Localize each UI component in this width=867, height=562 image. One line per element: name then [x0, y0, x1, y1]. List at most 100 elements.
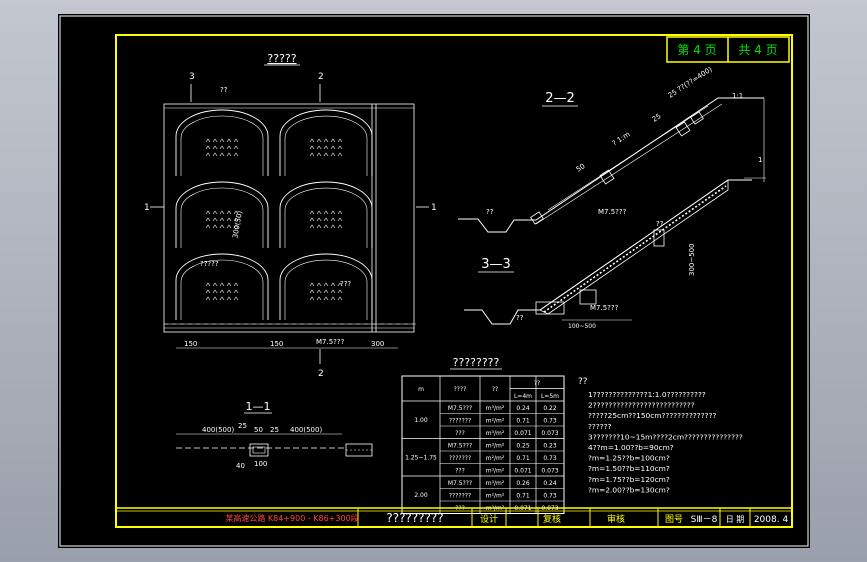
arch-cell [175, 109, 269, 176]
table-cell-value-l4: 0.071 [514, 430, 531, 437]
inner-frame [115, 34, 793, 528]
grass-mark [212, 282, 218, 287]
note-line: ?m=1.25??b=100cm? [588, 454, 670, 463]
table-cell-value-l4: 0.25 [516, 443, 530, 450]
grass-mark [226, 152, 232, 157]
grass-mark [330, 296, 336, 301]
grass-mark [337, 296, 343, 301]
table-header-item: ???? [454, 386, 467, 393]
grass-mark [316, 138, 322, 143]
note-line: 1??????????????1:1.0?????????? [588, 390, 706, 399]
plan-grass-right: ??? [340, 280, 351, 288]
plan-slope-label: 300(50) [231, 210, 244, 239]
page-number: 第 4 页 [677, 43, 716, 57]
grass-mark [205, 152, 211, 157]
arch-cells [164, 109, 416, 325]
grass-mark [337, 152, 343, 157]
grass-mark [226, 289, 232, 294]
notes-heading: ?? [578, 377, 588, 387]
section-33-ditch: ?? [516, 314, 524, 322]
note-line: ?????25cm??150cm?????????????? [588, 411, 716, 420]
title-block: 某高速公路 K84+900 - K86+300段 ????????? 设计 复核… [116, 507, 792, 527]
grass-mark [330, 152, 336, 157]
grass-mark [316, 224, 322, 229]
table-cell-item: M7.5??? [448, 405, 472, 412]
grass-mark [330, 224, 336, 229]
section-11-dim-right: 400(500) [290, 426, 322, 434]
plan-title: ????? [267, 52, 296, 65]
table-cell-value-l4: 0.71 [516, 493, 530, 500]
grass-mark [337, 138, 343, 143]
table-cell-value-l5: 0.73 [543, 493, 557, 500]
grass-mark [219, 289, 225, 294]
grass-mark [316, 210, 322, 215]
table-cell-m: 1.00 [414, 417, 428, 424]
grass-mark [323, 138, 329, 143]
grass-mark [205, 217, 211, 222]
section-11-dim-25b: 25 [270, 426, 279, 434]
date-value: 2008. 4 [754, 515, 789, 525]
grass-mark [226, 138, 232, 143]
table-cell-item: ??????? [449, 455, 471, 462]
total-pages: 共 4 页 [738, 43, 777, 57]
grass-mark [219, 210, 225, 215]
grass-mark [330, 289, 336, 294]
grass-mark [323, 289, 329, 294]
outer-frame [59, 15, 809, 547]
section-mark-2-bottom: 2 [318, 369, 324, 379]
date-label: 日 期 [726, 515, 745, 524]
table-cell-value-l4: 0.071 [514, 468, 531, 475]
table-cell-value-l4: 0.71 [516, 418, 530, 425]
note-line: ?m=2.00??b=130cm? [588, 485, 670, 494]
grass-mark [212, 217, 218, 222]
drawing-no: SⅢ－8 [691, 515, 718, 525]
table-cell-value-l5: 0.24 [543, 480, 557, 487]
table-cell-unit: m³/m² [486, 468, 505, 475]
section-22-mark-11: 1:1 [732, 92, 743, 100]
table-cell-unit: m²/m² [486, 493, 505, 500]
plan-dim-150-left: 150 [184, 340, 197, 348]
table-cell-unit: m³/m² [486, 405, 505, 412]
grass-mark [316, 282, 322, 287]
grass-mark [219, 296, 225, 301]
section-22-mortar: M7.5??? [598, 208, 627, 216]
drawing-title: ????????? [386, 511, 443, 525]
section-11-dim-left: 400(500) [202, 426, 234, 434]
section-mark-1-right: 1 [431, 203, 437, 213]
grass-mark [212, 145, 218, 150]
grass-mark [337, 224, 343, 229]
grass-mark [226, 145, 232, 150]
note-line: ?m=1.50??b=110cm? [588, 464, 670, 473]
section-11-dim-50: 50 [254, 426, 263, 434]
note-line: ?????? [588, 422, 612, 431]
table-cell-value-l5: 0.73 [543, 418, 557, 425]
section-11-title: 1—1 [246, 400, 271, 413]
project-name: 某高速公路 K84+900 - K86+300段 [225, 513, 358, 523]
grass-mark [309, 145, 315, 150]
section-33-dim: 300~500 [688, 243, 696, 276]
note-line: 2?????????????????????????? [588, 401, 695, 410]
grass-mark [330, 210, 336, 215]
grass-mark [233, 217, 239, 222]
table-header-m: m [418, 386, 424, 393]
table-cell-unit: m³/m² [486, 430, 505, 437]
section-1-1: 1—1 400(500) 25 50 25 400(500) 40 100 [176, 400, 373, 470]
table-title: ???????? [453, 356, 500, 369]
table-cell-unit: m³/m² [486, 443, 505, 450]
grass-mark [330, 282, 336, 287]
plan-view: ????? 3 2 1 1 ?? 300(50) ????? ??? M7.5?… [144, 52, 437, 379]
grass-mark [205, 224, 211, 229]
page-box: 第 4 页 共 4 页 [666, 36, 790, 63]
grass-mark [226, 224, 232, 229]
grass-mark [219, 224, 225, 229]
table-cell-item: ??????? [449, 418, 471, 425]
grass-mark [309, 224, 315, 229]
section-22-slope-label: ? 1:m [611, 130, 632, 147]
table-cell-value-l5: 0.23 [543, 443, 557, 450]
table-header-unit: ?? [492, 386, 498, 393]
section-11-dim-100: 100 [254, 460, 267, 468]
grass-mark [233, 152, 239, 157]
table-cell-value-l5: 0.73 [543, 455, 557, 462]
